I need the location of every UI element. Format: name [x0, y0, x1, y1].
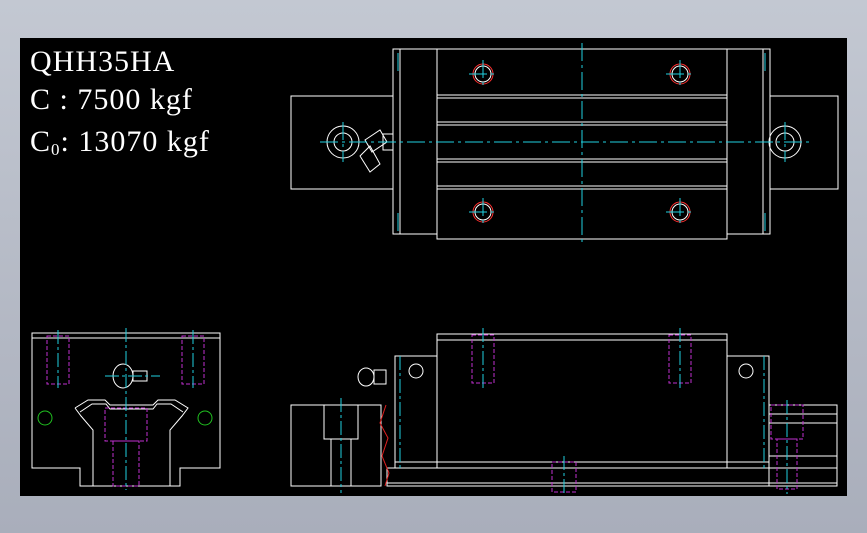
rail-section-left [290, 404, 382, 487]
grease-nipple-body [359, 145, 381, 173]
rail-profile-inner [79, 403, 184, 413]
cad-canvas: QHH35HA C : 7500 kgf C0: 13070 kgf [20, 38, 847, 496]
grease-nipple-top [364, 129, 388, 153]
top-view [290, 43, 839, 243]
drawing-svg [31, 43, 839, 494]
static-load-subscript: 0 [51, 140, 61, 159]
static-load-separator: : [60, 125, 79, 158]
model-text: QHH35HA [30, 45, 176, 78]
end-view [31, 328, 221, 490]
green-marker-right [197, 410, 213, 426]
grease-fitting-stem-side [373, 369, 387, 385]
green-marker-left [37, 410, 53, 426]
dynamic-load-symbol: C [30, 83, 52, 116]
seal-screw-left [408, 363, 424, 379]
side-view [290, 328, 838, 494]
dynamic-load-separator: : [51, 83, 78, 116]
static-load-label: C0: 13070 kgf [30, 125, 210, 159]
carriage-side [436, 333, 728, 469]
rail-profile-end [74, 399, 189, 486]
static-load-value: 13070 kgf [78, 125, 210, 158]
dynamic-load-label: C : 7500 kgf [30, 85, 193, 115]
static-load-symbol: C [30, 125, 52, 158]
break-line [379, 404, 390, 487]
dynamic-load-value: 7500 kgf [77, 83, 193, 116]
model-label: QHH35HA [30, 47, 175, 77]
seal-screw-right [738, 363, 754, 379]
end-view-outline [31, 332, 221, 487]
grease-fitting-side [357, 367, 375, 387]
